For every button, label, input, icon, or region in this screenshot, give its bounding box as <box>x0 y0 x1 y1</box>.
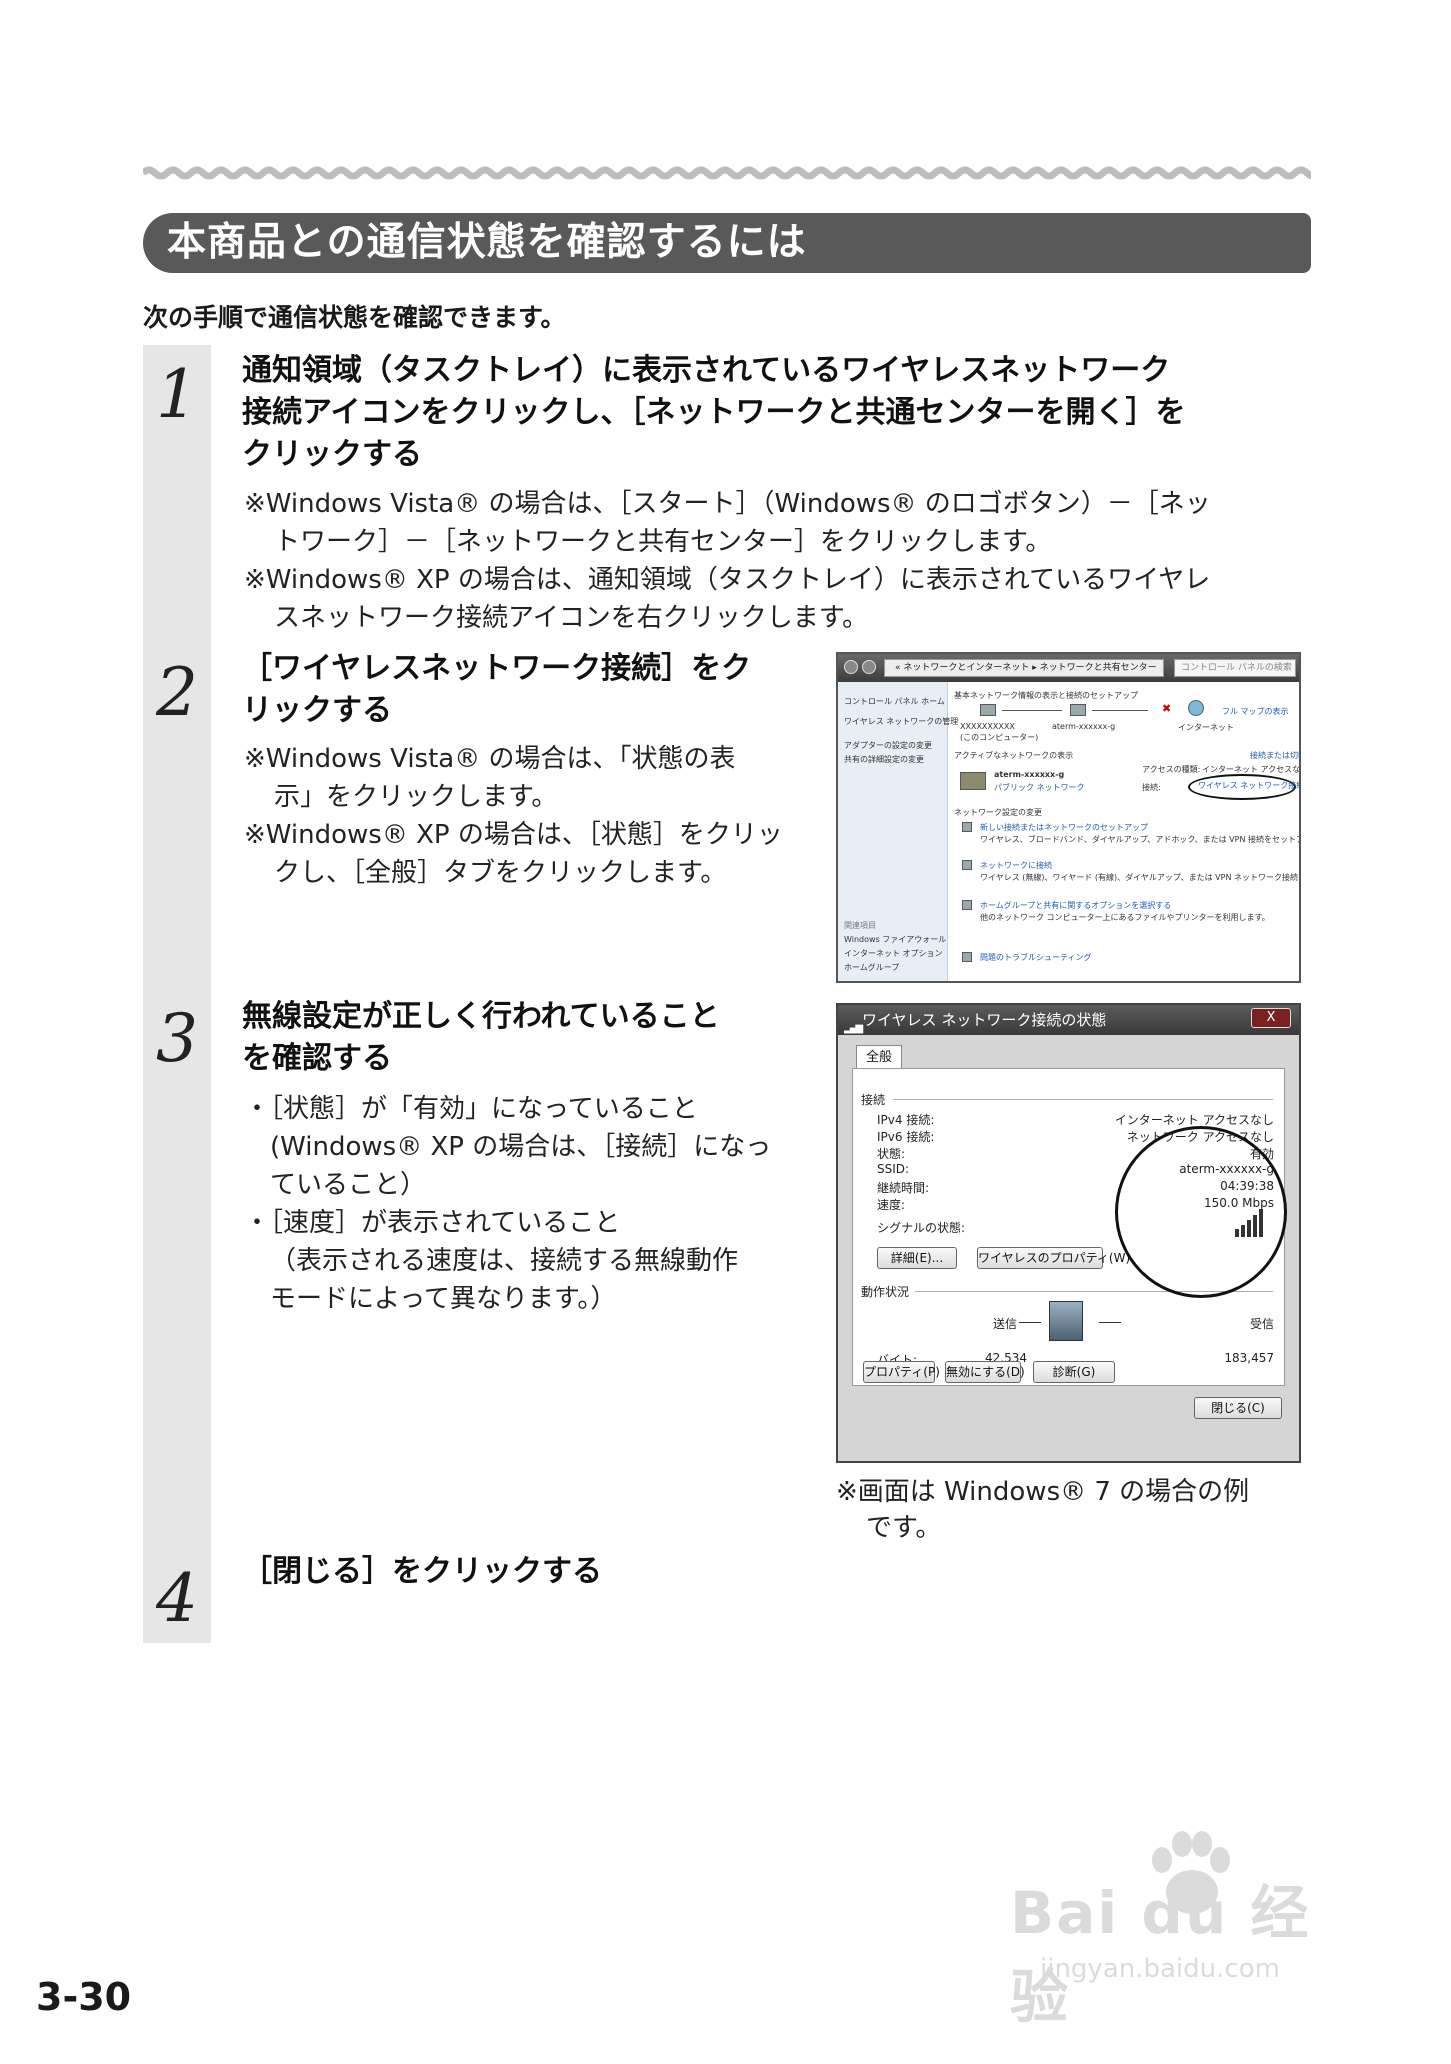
conn-label: 接続: <box>1142 783 1161 792</box>
row-label: 状態: <box>877 1147 906 1161</box>
main-content: 基本ネットワーク情報の表示と接続のセットアップ フル マップの表示 XXXXXX… <box>952 682 1301 981</box>
row-label: SSID: <box>877 1162 910 1176</box>
screenshot-caption: ※画面は Windows® 7 の場合の例 です。 <box>836 1477 1250 1543</box>
signal-label: シグナルの状態: <box>877 1221 966 1235</box>
disconnect-icon: ✖ <box>1162 702 1172 715</box>
change-item-2-sub: ワイヤレス (無線)、ワイヤード (有線)、ダイヤルアップ、または VPN ネッ… <box>980 873 1301 882</box>
highlight-circle <box>1115 1126 1287 1298</box>
access-value: インターネット アクセスなし <box>1202 765 1301 774</box>
change-item-1-sub: ワイヤレス、ブロードバンド、ダイヤルアップ、アドホック、または VPN 接続をセ… <box>980 835 1299 844</box>
sidebar-item: ホームグループ <box>844 963 900 972</box>
step-sidebar <box>143 345 211 1643</box>
search-box: コントロール パネルの検索 <box>1174 659 1296 677</box>
change-item-2: ネットワークに接続 <box>980 861 1052 870</box>
network-center-screenshot: « ネットワークとインターネット ▸ ネットワークと共有センター コントロール … <box>836 652 1301 983</box>
map-link: フル マップの表示 <box>1222 707 1289 716</box>
step-number-4: 4 <box>156 1560 198 1637</box>
bench-icon <box>960 772 986 790</box>
baidu-watermark: Bai du 经验 jingyan.baidu.com <box>1010 1830 1350 2031</box>
highlight-ellipse <box>1188 774 1296 800</box>
step-number-3: 3 <box>156 1000 198 1077</box>
paw-logo-icon <box>1152 1831 1230 1914</box>
sidebar-item: コントロール パネル ホーム <box>844 697 945 706</box>
step-number-2: 2 <box>156 654 198 731</box>
network-name: aterm-xxxxxx-g <box>994 770 1065 779</box>
row-label: 継続時間: <box>877 1181 930 1195</box>
connect-link: 接続または切断 <box>1250 751 1301 760</box>
watermark-url: jingyan.baidu.com <box>1040 1954 1280 1984</box>
row-value: インターネット アクセスなし <box>1114 1113 1274 1127</box>
access-label: アクセスの種類: <box>1142 765 1201 774</box>
change-item-1: 新しい接続またはネットワークのセットアップ <box>980 823 1148 832</box>
step-2-notes: ※Windows Vista® の場合は、「状態の表 示」をクリックします。 ※… <box>244 744 783 888</box>
sent-label: 送信 <box>993 1317 1018 1331</box>
step-2-heading: ［ワイヤレスネットワーク接続］をク リックする <box>242 651 752 728</box>
wavy-divider <box>143 166 1311 180</box>
signal-icon: ▂▄▆ <box>844 1023 863 1034</box>
address-bar: « ネットワークとインターネット ▸ ネットワークと共有センター <box>884 659 1164 677</box>
connect-icon <box>962 860 972 870</box>
row-label: IPv4 接続: <box>877 1113 935 1127</box>
network-type: パブリック ネットワーク <box>994 783 1085 792</box>
change-item-3: ホームグループと共有に関するオプションを選択する <box>980 901 1172 910</box>
troubleshoot-icon <box>962 952 972 962</box>
sidebar-item: アダプターの設定の変更 <box>844 741 932 750</box>
forward-icon <box>862 660 876 674</box>
page-number: 3-30 <box>36 1975 132 2019</box>
tab-general: 全般 <box>856 1045 902 1069</box>
details-button: 詳細(E)... <box>877 1247 957 1269</box>
window-titlebar: « ネットワークとインターネット ▸ ネットワークと共有センター コントロール … <box>838 654 1299 682</box>
row-label: IPv6 接続: <box>877 1130 935 1144</box>
dialog-title: ワイヤレス ネットワーク接続の状態 <box>862 1011 1107 1029</box>
conn-value: ワイヤレス ネットワーク接続 <box>1198 781 1301 790</box>
step-4-heading: ［閉じる］をクリックする <box>242 1554 602 1589</box>
sidebar-item: インターネット オプション <box>844 949 943 958</box>
step-3-notes: ・［状態］が「有効」になっていること (Windows® XP の場合は、［接続… <box>244 1094 772 1314</box>
close-icon: X <box>1251 1008 1291 1028</box>
pc-name: XXXXXXXXXX <box>960 722 1015 731</box>
router-icon <box>1070 704 1086 716</box>
dialog-titlebar: ▂▄▆ ワイヤレス ネットワーク接続の状態 X <box>838 1005 1299 1035</box>
pc-sub: (このコンピューター) <box>960 733 1039 742</box>
recv-label: 受信 <box>1249 1317 1274 1331</box>
computers-icon <box>1049 1301 1083 1341</box>
router-name: aterm-xxxxxx-g <box>1052 722 1116 731</box>
sidebar-item: Windows ファイアウォール <box>844 935 947 944</box>
watermark-brand: Bai du 经验 <box>1010 1879 1311 2031</box>
back-icon <box>844 660 858 674</box>
close-button: 閉じる(C) <box>1194 1397 1282 1419</box>
intro-text: 次の手順で通信状態を確認できます。 <box>143 303 566 332</box>
header: 基本ネットワーク情報の表示と接続のセットアップ <box>954 691 1138 700</box>
sidebar: コントロール パネル ホーム ワイヤレス ネットワークの管理 アダプターの設定の… <box>838 682 958 981</box>
general-panel: 接続 IPv4 接続: インターネット アクセスなし IPv6 接続: ネットワ… <box>852 1068 1287 1386</box>
step-1-heading: 通知領域（タスクトレイ）に表示されているワイヤレスネットワーク 接続アイコンをク… <box>242 353 1186 472</box>
properties-button: プロパティ(P) <box>863 1361 940 1383</box>
homegroup-icon <box>962 900 972 910</box>
wireless-status-dialog: ▂▄▆ ワイヤレス ネットワーク接続の状態 X 全般 接続 IPv4 接続: イ… <box>836 1003 1301 1463</box>
connection-label: 接続 <box>861 1093 886 1107</box>
step-1-notes: ※Windows Vista® の場合は、［スタート］（Windows® のロゴ… <box>244 489 1211 633</box>
step-number-1: 1 <box>156 356 198 433</box>
bytes-received: 183,457 <box>1224 1351 1274 1365</box>
active-network-header: アクティブなネットワークの表示 <box>954 751 1074 760</box>
row-label: 速度: <box>877 1198 906 1212</box>
diagnose-button: 診断(G) <box>1033 1361 1115 1383</box>
wireless-properties-button: ワイヤレスのプロパティ(W) <box>977 1247 1130 1269</box>
internet-label: インターネット <box>1178 723 1234 732</box>
sidebar-item: ワイヤレス ネットワークの管理 <box>844 717 959 726</box>
change-item-3-sub: 他のネットワーク コンピューター上にあるファイルやプリンターを利用します。 <box>980 913 1270 922</box>
globe-icon <box>1188 700 1204 716</box>
activity-label: 動作状況 <box>861 1285 910 1299</box>
sidebar-item: 共有の詳細設定の変更 <box>844 755 924 764</box>
disable-button: 無効にする(D) <box>945 1361 1025 1383</box>
change-item-4: 問題のトラブルシューティング <box>980 953 1092 962</box>
sidebar-section: 関連項目 <box>844 921 876 930</box>
change-header: ネットワーク設定の変更 <box>954 808 1042 817</box>
setup-icon <box>962 822 972 832</box>
section-title: 本商品との通信状態を確認するには <box>143 213 1311 273</box>
computer-icon <box>980 704 996 716</box>
step-3-heading: 無線設定が正しく行われていること を確認する <box>242 999 720 1076</box>
